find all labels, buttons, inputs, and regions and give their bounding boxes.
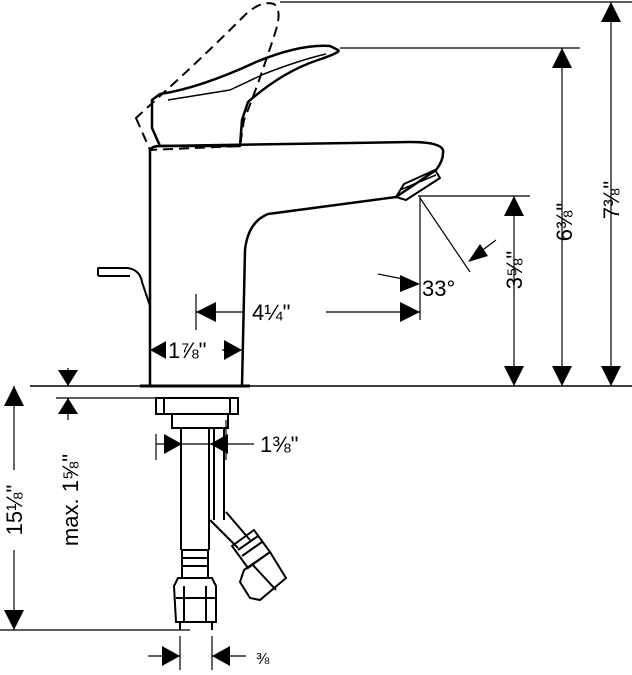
dim-overall-height: 7⅜" [280, 1, 632, 386]
mounting-hardware [155, 397, 239, 429]
dim-hose-spacing: 1⅜" [155, 420, 298, 460]
dim-spout-height: 3⅝" [418, 195, 530, 386]
hose-left [172, 428, 217, 630]
hose-fitting-label: ⅜ [256, 651, 270, 668]
dim-hose-fitting: ⅜ [148, 636, 270, 670]
spout-height-label: 3⅝" [502, 251, 527, 289]
hose-spacing-label: 1⅜" [260, 432, 298, 457]
overall-height-label: 7⅜" [599, 181, 624, 219]
dim-spout-reach: 4¼" [195, 294, 420, 330]
spout-angle-label: 33° [422, 276, 455, 301]
faucet-body [97, 44, 445, 387]
max-deck-thickness-label: max. 1⅝" [58, 454, 83, 546]
handle-alt-position [134, 2, 280, 152]
dim-max-deck-thickness: max. 1⅝" [56, 368, 160, 546]
base-width-label: 1⅞" [168, 338, 206, 363]
dim-base-width: 1⅞" [150, 336, 242, 364]
handle-height-label: 6⅜" [552, 203, 577, 241]
below-deck-length-label: 15⅛" [2, 485, 27, 536]
dim-spout-angle: 33° [377, 196, 497, 320]
dim-below-deck-length: 15⅛" [0, 386, 190, 631]
spout-reach-label: 4¼" [252, 300, 290, 325]
hose-right [209, 428, 288, 602]
dim-handle-height: 6⅜" [340, 47, 580, 386]
